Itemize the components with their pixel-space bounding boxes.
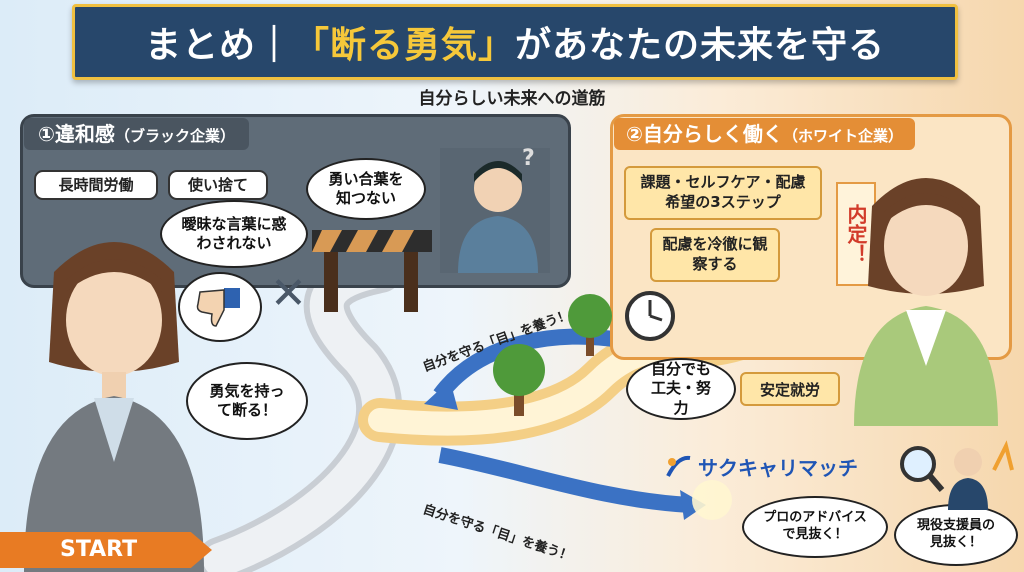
white-company-title-main: ②自分らしく働く bbox=[626, 122, 783, 146]
bubble-self-effort: 自分でも工夫・努力 bbox=[626, 358, 736, 420]
black-company-title: ①違和感（ブラック企業） bbox=[24, 118, 249, 150]
tag-long-hours: 長時間労働 bbox=[34, 170, 158, 200]
woman-left-figure bbox=[24, 242, 204, 572]
speech-vague-words: 曖昧な言葉に惑わされない bbox=[160, 200, 308, 268]
thumbs-down-icon bbox=[196, 288, 240, 327]
title-prefix: まとめ｜ bbox=[144, 25, 293, 66]
subtitle: 自分らしい未来への道筋 bbox=[418, 89, 606, 109]
magnifier-icon bbox=[900, 440, 1014, 510]
bubble-staff: 現役支援員の見抜く！ bbox=[894, 504, 1018, 566]
tree-icon-2 bbox=[493, 344, 545, 416]
card-observe: 配慮を冷徹に観察する bbox=[650, 228, 780, 282]
tree-icon bbox=[568, 294, 612, 356]
x-mark-icon: ✕ bbox=[270, 268, 307, 319]
black-company-title-main: ①違和感 bbox=[38, 122, 115, 146]
card-three-steps: 課題・セルフケア・配慮希望の3ステップ bbox=[624, 166, 822, 220]
question-mark-icon: ? bbox=[522, 146, 535, 171]
barrier-icon bbox=[312, 230, 432, 312]
brand-name: サクキャリマッチ bbox=[698, 456, 858, 480]
tag-disposable: 使い捨て bbox=[168, 170, 268, 200]
start-label: START bbox=[0, 532, 212, 568]
bubble-pro-advice: プロのアドバイスで見抜く！ bbox=[742, 496, 888, 558]
speech-refuse-courage: 勇気を持って断る！ bbox=[186, 362, 308, 440]
title-suffix: があなたの未来を守る bbox=[515, 25, 886, 66]
clock-icon bbox=[625, 291, 675, 341]
brand-logo: サクキャリマッチ bbox=[664, 452, 858, 481]
title-banner: まとめ｜「断る勇気」があなたの未来を守る bbox=[72, 4, 958, 80]
card-stable-work: 安定就労 bbox=[740, 372, 840, 406]
white-company-title: ②自分らしく働く（ホワイト企業） bbox=[614, 118, 915, 150]
title-highlight: 「断る勇気」 bbox=[292, 25, 515, 66]
worker-figure bbox=[440, 148, 550, 273]
speech-worker: 勇い合葉を知つない bbox=[306, 158, 426, 220]
white-company-title-sub: （ホワイト企業） bbox=[782, 127, 903, 145]
brand-logo-icon bbox=[666, 455, 691, 477]
black-company-title-sub: （ブラック企業） bbox=[114, 127, 235, 145]
page-title: まとめ｜「断る勇気」があなたの未来を守る bbox=[145, 16, 885, 68]
woman-right-figure bbox=[854, 178, 998, 426]
